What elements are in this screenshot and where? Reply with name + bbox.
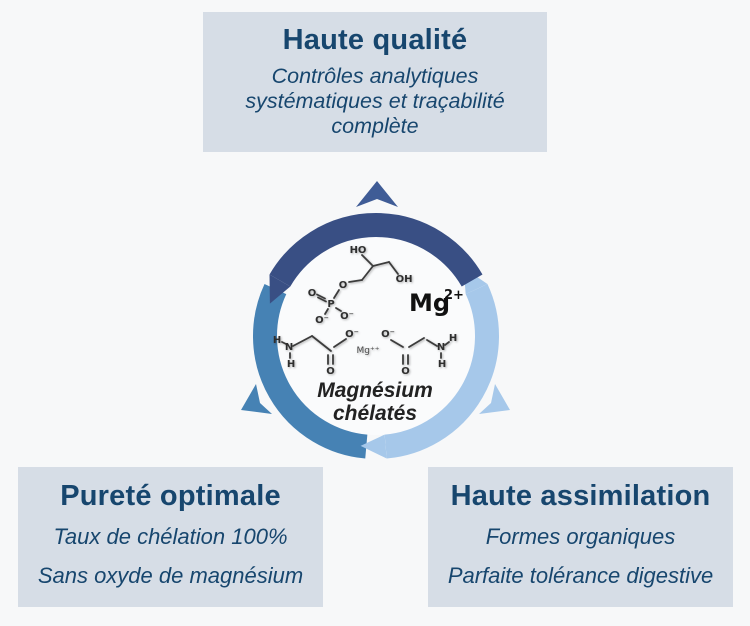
arrow-bottom-right-icon: [479, 384, 510, 414]
atom-label-oh: OH: [396, 274, 413, 285]
atom-label-ho: HO: [350, 245, 367, 256]
card-haute-assimilation-title: Haute assimilation: [450, 480, 711, 512]
atom-label-dbl-o: O: [308, 288, 317, 299]
card-purete-optimale-title: Pureté optimale: [60, 480, 281, 512]
atom-label-h4: H: [438, 359, 446, 370]
card-purete-line2: Sans oxyde de magnésium: [37, 563, 304, 588]
glycerophosphate-structure: HO OH O P O O⁻ O⁻: [308, 245, 413, 326]
atom-label-gly-o-minus-left: O⁻: [345, 329, 359, 340]
atom-label-n-right: N: [437, 342, 445, 353]
atom-label-gly-o-minus-right: O⁻: [381, 329, 395, 340]
atom-label-h3: H: [449, 333, 457, 344]
card-haute-qualite: Haute qualité Contrôles analytiques syst…: [203, 12, 547, 152]
atom-label-mg-center: Mg⁺⁺: [357, 346, 380, 356]
cycle-arc-top: [269, 213, 483, 287]
cycle-caption-line2: chélatés: [333, 402, 417, 425]
atom-label-gly-o-right: O: [401, 366, 410, 377]
atom-label-n-left: N: [285, 342, 293, 353]
atom-label-o-minus-left: O⁻: [315, 315, 329, 326]
atom-label-h1: H: [273, 335, 281, 346]
atom-label-gly-o-left: O: [326, 366, 335, 377]
arrow-top-icon: [356, 181, 398, 207]
cycle-caption-line1: Magnésium: [317, 379, 433, 402]
cycle-inner-disc: [277, 237, 475, 435]
card-assimilation-line1: Formes organiques: [485, 524, 676, 549]
card-purete-line1: Taux de chélation 100%: [53, 524, 288, 549]
atom-label-p: P: [327, 299, 334, 310]
card-haute-qualite-title: Haute qualité: [282, 24, 468, 56]
arrow-bottom-left-icon: [241, 384, 272, 414]
cycle-arc-top-head-chevron: [269, 274, 291, 304]
cycle-arc-left: [253, 284, 368, 459]
card-purete-optimale: Pureté optimale Taux de chélation 100% S…: [18, 467, 323, 607]
card-assimilation-line2: Parfaite tolérance digestive: [447, 563, 714, 588]
card-haute-assimilation: Haute assimilation Formes organiques Par…: [428, 467, 733, 607]
cycle-arc-right: [384, 284, 499, 459]
atom-label-ester-o: O: [339, 280, 348, 291]
cycle-arc-right-head-chevron: [360, 434, 387, 459]
bisglycinate-structure: H N H O⁻ O Mg⁺⁺ O⁻ O N H H: [273, 329, 457, 377]
mg-ion-element: Mg: [409, 289, 450, 317]
cycle-diagram: HO OH O P O O⁻ O⁻ Mg 2+ H N H O⁻ O: [241, 181, 510, 459]
atom-label-o-minus-right: O⁻: [340, 311, 354, 322]
mg-ion-charge: 2+: [444, 288, 464, 303]
atom-label-h2: H: [287, 359, 295, 370]
mg-ion-label: Mg 2+: [409, 288, 464, 317]
card-haute-qualite-subtitle: Contrôles analytiques systématiques et t…: [245, 64, 505, 138]
